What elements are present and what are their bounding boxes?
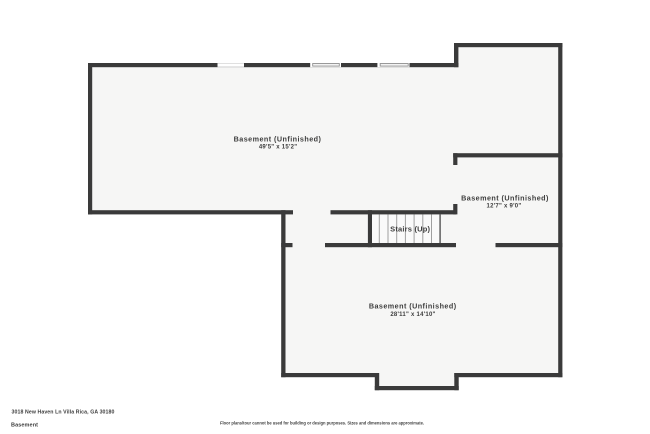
svg-text:Floor plans/tour cannot be use: Floor plans/tour cannot be used for buil… [220, 421, 424, 426]
svg-text:3018 New Haven Ln Villa Rica,: 3018 New Haven Ln Villa Rica, GA 30180 [12, 409, 115, 415]
svg-text:12'7" x 9'0": 12'7" x 9'0" [487, 204, 522, 210]
svg-text:Basement (Unfinished): Basement (Unfinished) [234, 134, 322, 143]
svg-text:Basement (Unfinished): Basement (Unfinished) [369, 302, 457, 311]
svg-text:28'11" x 14'10": 28'11" x 14'10" [390, 312, 435, 318]
svg-text:Stairs (Up): Stairs (Up) [390, 224, 430, 233]
svg-text:Basement: Basement [11, 422, 38, 428]
svg-text:Basement (Unfinished): Basement (Unfinished) [461, 193, 549, 202]
svg-text:49'5" x 15'2": 49'5" x 15'2" [259, 144, 298, 150]
